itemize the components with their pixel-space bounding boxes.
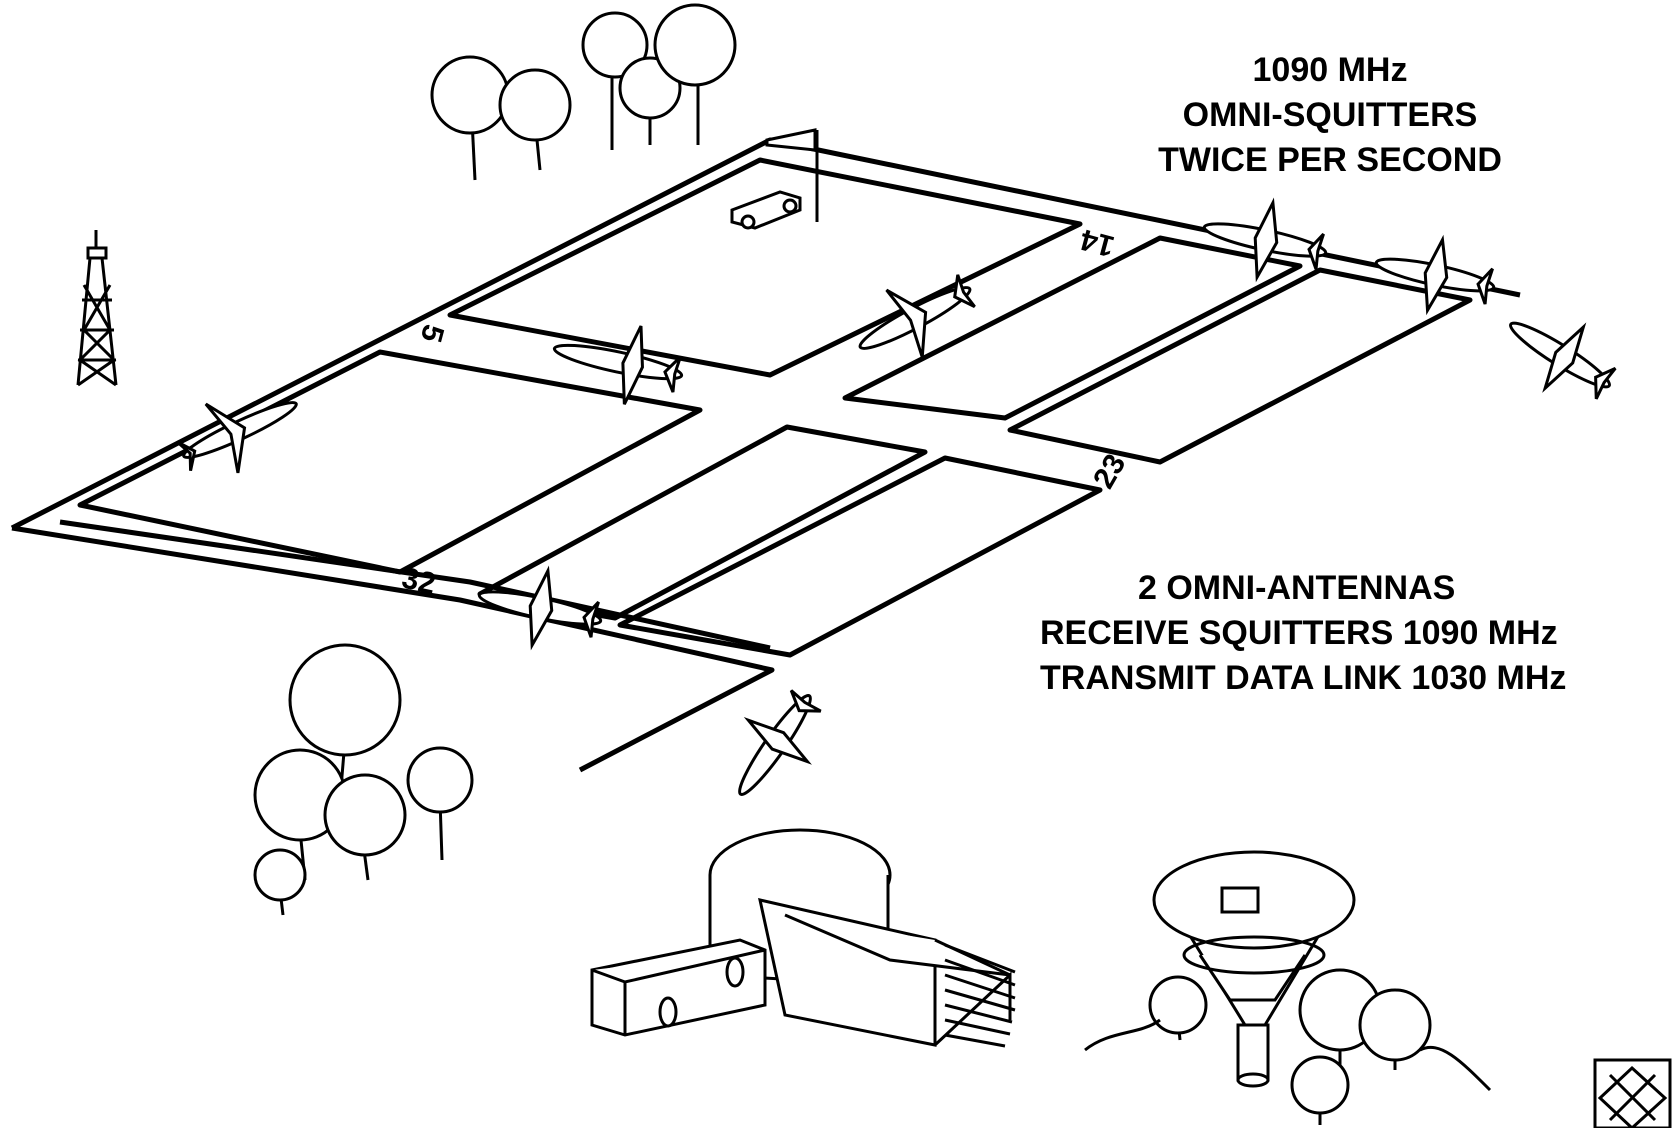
infield-block-west [77,349,703,575]
tree-icon [1358,988,1432,1070]
antennas-receive-label: RECEIVE SQUITTERS 1090 MHz [1040,614,1558,652]
infield-block-east [1007,267,1473,465]
squitter-caption: 1090 MHz OMNI-SQUITTERS TWICE PER SECOND [1080,48,1580,183]
runway-number-14: 14 [1077,222,1118,263]
tree-icon [430,55,510,181]
tree-icon [1290,1055,1350,1125]
tree-icon [498,68,572,171]
antennas-caption: 2 OMNI-ANTENNAS RECEIVE SQUITTERS 1090 M… [1040,566,1674,701]
aircraft-icon [552,325,684,405]
aircraft-icon [176,401,298,474]
aircraft-icon [1202,197,1328,283]
runway-number-32: 32 [399,562,439,601]
ground-vehicle-icon [730,190,802,230]
squitter-type-label: OMNI-SQUITTERS [1182,96,1478,134]
tree-icon [653,3,737,145]
aircraft-icon [1374,234,1496,316]
taxiway-inner-edge [59,519,771,651]
page-corner-mark [1593,1058,1672,1128]
hill-outline [1084,1018,1492,1092]
squitter-frequency-label: 1090 MHz [1252,51,1408,89]
antenna-dish-icon [1152,850,1356,1088]
aircraft-icon [1509,321,1617,400]
aircraft-icon [738,689,822,796]
runway-number-5: 5 [414,321,450,346]
squitter-rate-label: TWICE PER SECOND [1158,141,1502,179]
tree-icon [253,848,307,916]
aircraft-icon [858,274,976,358]
infield-block-south [617,455,1103,658]
terminal-building [590,828,1016,1048]
tree-icon [1148,975,1208,1041]
aircraft-icon [477,565,603,651]
tree-icon [581,11,649,150]
infield-block-northeast [842,235,1303,421]
antennas-count-label: 2 OMNI-ANTENNAS [1138,569,1456,607]
windsock-icon [765,128,819,222]
radio-tower-icon [76,230,118,387]
tree-icon [323,773,407,881]
antennas-transmit-label: TRANSMIT DATA LINK 1030 MHz [1040,659,1567,697]
tree-icon [406,746,474,861]
infield-block-northwest [447,157,1083,378]
